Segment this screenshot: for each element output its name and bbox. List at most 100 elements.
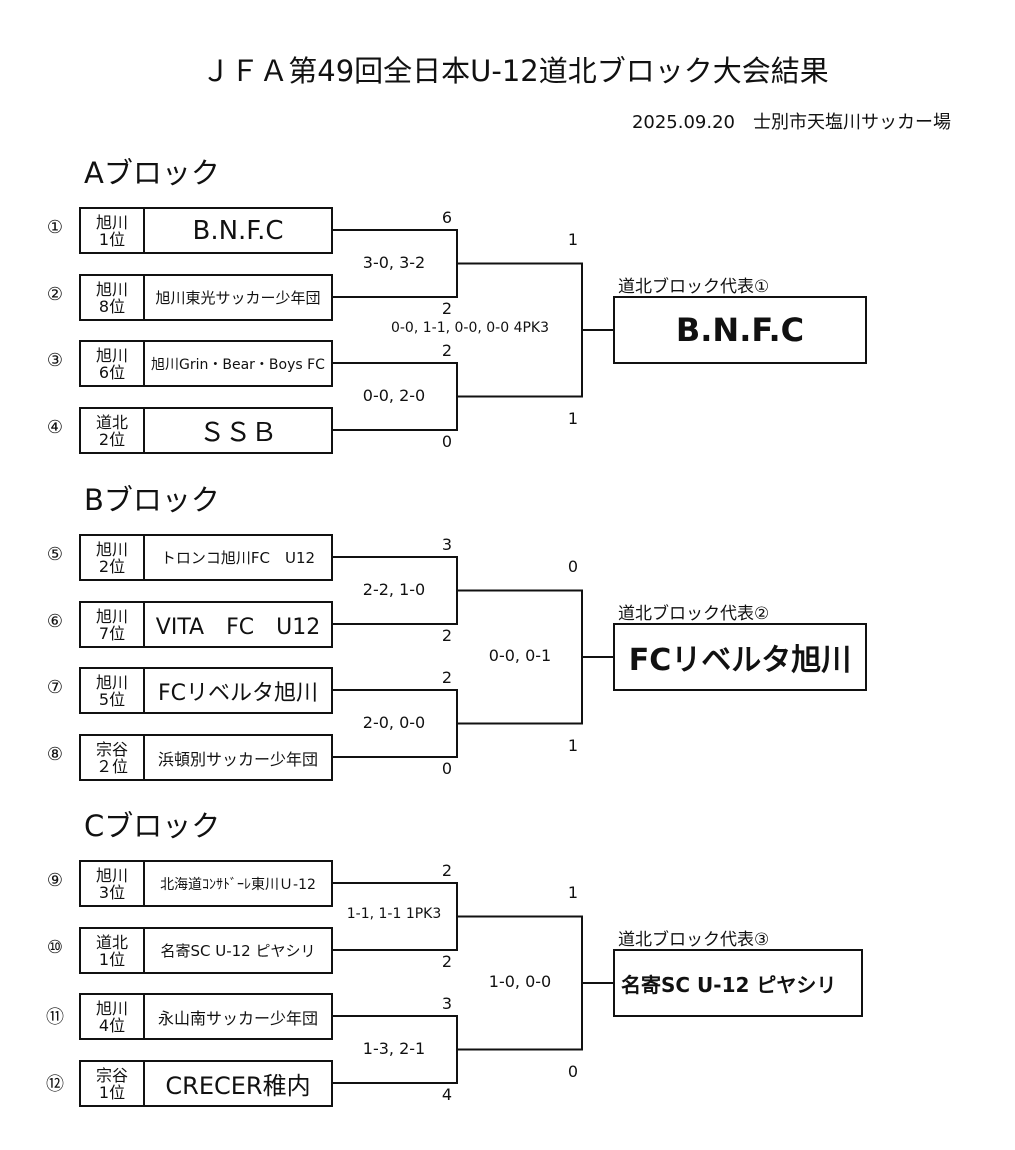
team-name: 名寄SC U-12 ピヤシリ: [160, 942, 316, 960]
team-name: ＳＳＢ: [198, 418, 277, 448]
team-region: 道北: [95, 412, 128, 432]
score: 2: [441, 668, 453, 687]
team-name: 北海道ｺﾝｻﾄﾞｰﾚ東川Ｕ-12: [160, 876, 316, 893]
team-region: 道北: [95, 932, 128, 952]
team-name: FCリベルタ旭川: [157, 680, 319, 706]
team-region: 旭川: [95, 672, 128, 692]
block-representative-label: 道北ブロック代表③: [618, 930, 770, 950]
score: 0-0, 1-1, 0-0, 0-0 4PK3: [390, 320, 550, 336]
block-representative: B.N.F.C: [613, 296, 867, 364]
score: 0: [441, 759, 453, 778]
team-rank-position: ２位: [95, 756, 128, 776]
team-name: 旭川東光サッカー少年団: [155, 289, 321, 307]
score: 2: [441, 861, 453, 880]
score: 1-0, 0-0: [488, 972, 552, 991]
seed-number: ②: [46, 284, 64, 305]
seed-number: ⑪: [46, 1007, 64, 1028]
team-region: 旭川: [95, 212, 128, 232]
team-name: CRECER稚内: [165, 1072, 311, 1100]
team-region: 旭川: [95, 345, 128, 365]
score: 1-3, 2-1: [362, 1038, 426, 1058]
date-venue: 2025.09.20 士別市天塩川サッカー場: [631, 112, 951, 133]
team-name: トロンコ旭川FC U12: [160, 549, 316, 567]
score: 2: [441, 341, 453, 360]
score: 4: [441, 1085, 453, 1104]
seed-number: ③: [46, 350, 64, 371]
block-representative-label: 道北ブロック代表①: [618, 277, 770, 297]
team-rank-position: 8位: [98, 296, 126, 316]
score: 0-0, 2-0: [362, 385, 426, 405]
team-region: 宗谷: [95, 739, 128, 759]
block-representative: 名寄SC U-12 ピヤシリ: [613, 949, 863, 1017]
score: 1: [567, 735, 579, 755]
seed-number: ⑨: [46, 870, 64, 891]
team-region: 旭川: [95, 279, 128, 299]
team-rank-position: 1位: [98, 1082, 126, 1102]
team-region: 旭川: [95, 606, 128, 626]
team-rank-position: 4位: [98, 1015, 126, 1035]
score: 0: [441, 432, 453, 451]
page-title: ＪＦＡ第49回全日本U-12道北ブロック大会結果: [201, 54, 829, 88]
block-representative: FCリベルタ旭川: [613, 623, 867, 691]
score: 3-0, 3-2: [362, 252, 426, 272]
team-rank-position: 3位: [98, 882, 126, 902]
score: 2-2, 1-0: [362, 579, 426, 599]
team-rank-position: 7位: [98, 623, 126, 643]
team-rank-position: 2位: [98, 556, 126, 576]
block-representative-label: 道北ブロック代表②: [618, 604, 770, 624]
score: 0-0, 0-1: [488, 646, 552, 665]
seed-number: ⑩: [46, 937, 64, 958]
team-region: 旭川: [95, 998, 128, 1018]
team-region: 宗谷: [95, 1065, 128, 1085]
team-name: 旭川Grin・Bear・Boys FC: [151, 356, 325, 373]
team-rank-position: 1位: [98, 949, 126, 969]
team-name: VITA FC U12: [155, 614, 321, 640]
team-name: 永山南サッカー少年団: [157, 1008, 318, 1028]
score: 1: [567, 882, 579, 902]
team-region: 旭川: [95, 865, 128, 885]
score: 2: [441, 299, 453, 318]
seed-number: ⑥: [46, 611, 64, 632]
score: 1-1, 1-1 1PK3: [346, 905, 442, 922]
team-region: 旭川: [95, 539, 128, 559]
team-rank-position: 5位: [98, 689, 126, 709]
team-rank-position: 2位: [98, 429, 126, 449]
score: 1: [567, 229, 579, 249]
block-title: Aブロック: [84, 156, 220, 190]
block-title: Bブロック: [84, 483, 220, 517]
score: 0: [567, 556, 579, 576]
seed-number: ⑫: [46, 1074, 64, 1095]
seed-number: ⑤: [46, 544, 64, 565]
seed-number: ⑧: [46, 744, 64, 765]
score: 2: [441, 952, 453, 971]
seed-number: ④: [46, 417, 64, 438]
team-rank-position: 6位: [98, 362, 126, 382]
team-name: 浜頓別サッカー少年団: [157, 749, 318, 769]
score: 3: [441, 994, 453, 1013]
score: 2: [441, 626, 453, 645]
